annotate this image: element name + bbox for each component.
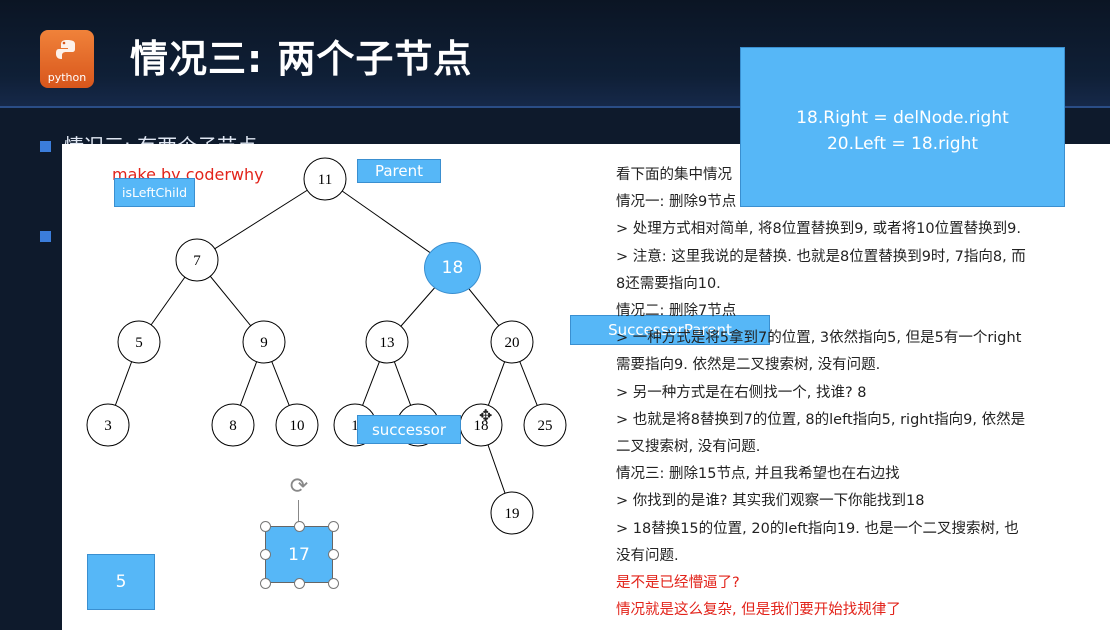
- explanation-line: 二叉搜索树, 没有问题.: [616, 439, 761, 456]
- bullet-square: [40, 141, 51, 152]
- tree-node-label: 25: [538, 418, 553, 434]
- explanation-line: 情况就是这么复杂, 但是我们要开始找规律了: [616, 602, 901, 619]
- slide-title: 情况三: 两个子节点: [130, 37, 473, 81]
- tree-node-label: 19: [505, 506, 520, 522]
- rotate-icon[interactable]: ⟳: [289, 474, 309, 499]
- explanation-line: > 一种方式是将5拿到7的位置, 3依然指向5, 但是5有一个right: [616, 330, 1022, 347]
- resize-handle-top-right[interactable]: [328, 521, 339, 532]
- tree-node-13[interactable]: [365, 320, 409, 364]
- tree-node-10[interactable]: [275, 403, 319, 447]
- resize-handle-bottom-left[interactable]: [260, 578, 271, 589]
- explanation-line: 情况二: 删除7节点: [616, 303, 737, 320]
- explanation-line: 需要指向9. 依然是二叉搜索树, 没有问题.: [616, 357, 881, 374]
- shape-17-box[interactable]: 17: [265, 526, 333, 583]
- explanation-line: > 也就是将8替换到7的位置, 8的left指向5, right指向9, 依然是: [616, 411, 1026, 428]
- tree-node-label: 11: [318, 172, 332, 188]
- resize-handle-bottom[interactable]: [294, 578, 305, 589]
- tree-node-8[interactable]: [211, 403, 255, 447]
- tree-node-label: 7: [193, 253, 201, 269]
- logo-text: python: [47, 71, 87, 84]
- tree-node-3[interactable]: [86, 403, 130, 447]
- resize-handle-right[interactable]: [328, 549, 339, 560]
- explanation-line: > 你找到的是谁? 其实我们观察一下你能找到18: [616, 493, 925, 510]
- explanation-text: 看下面的集中情况情况一: 删除9节点 > 处理方式相对简单, 将8位置替换到9, …: [616, 162, 1086, 624]
- tree-node-5[interactable]: [117, 320, 161, 364]
- tree-node-7[interactable]: [175, 238, 219, 282]
- successor-label[interactable]: successor: [357, 415, 461, 444]
- tree-node-label: 9: [260, 335, 268, 351]
- highlight-node-18[interactable]: 18: [424, 242, 481, 294]
- resize-handle-top-left[interactable]: [260, 521, 271, 532]
- content-panel: [62, 144, 1110, 630]
- tree-node-label: 20: [505, 335, 520, 351]
- bullet-square: [40, 231, 51, 242]
- tree-node-label: 8: [229, 418, 237, 434]
- code-line-1: 18.Right = delNode.right: [796, 108, 1009, 128]
- rotation-handle-stem: [298, 500, 299, 526]
- explanation-line: > 18替换15的位置, 20的left指向19. 也是一个二叉搜索树, 也: [616, 520, 1019, 537]
- shape-5-box[interactable]: 5: [87, 554, 155, 610]
- tree-node-19[interactable]: [490, 491, 534, 535]
- tree-edge: [196, 178, 326, 261]
- resize-handle-left[interactable]: [260, 549, 271, 560]
- tree-node-label: 3: [104, 418, 112, 434]
- tree-node-label: 5: [135, 335, 143, 351]
- explanation-line: 是不是已经懵逼了?: [616, 575, 740, 592]
- tree-node-9[interactable]: [242, 320, 286, 364]
- tree-node-20[interactable]: [490, 320, 534, 364]
- is-left-child-label[interactable]: isLeftChild: [114, 178, 195, 207]
- tree-node-11[interactable]: [303, 157, 347, 201]
- resize-handle-bottom-right[interactable]: [328, 578, 339, 589]
- explanation-line: > 处理方式相对简单, 将8位置替换到9, 或者将10位置替换到9.: [616, 221, 1021, 238]
- explanation-line: 看下面的集中情况: [616, 167, 732, 183]
- python-logo: python: [40, 30, 94, 88]
- move-cursor-icon: ✥: [479, 406, 493, 425]
- explanation-line: 8还需要指向10.: [616, 275, 721, 292]
- tree-node-label: 18: [474, 418, 489, 434]
- header-divider: [0, 106, 1110, 108]
- explanation-line: > 注意: 这里我说的是替换. 也就是8位置替换到9时, 7指向8, 而: [616, 248, 1026, 265]
- tree-node-25[interactable]: [523, 403, 567, 447]
- python-snake-icon: [56, 40, 75, 59]
- explanation-line: 没有问题.: [616, 547, 679, 564]
- explanation-line: 情况一: 删除9节点: [616, 194, 737, 211]
- parent-label[interactable]: Parent: [357, 159, 441, 183]
- tree-node-label: 13: [380, 335, 395, 351]
- tree-node-label: 10: [290, 418, 305, 434]
- code-line-2: 20.Left = 18.right: [826, 134, 979, 154]
- resize-handle-top[interactable]: [294, 521, 305, 532]
- explanation-line: 情况三: 删除15节点, 并且我希望也在右边找: [616, 466, 900, 483]
- successor-parent-label[interactable]: SuccessorParent: [570, 315, 770, 345]
- tree-node-label: 1: [351, 418, 359, 434]
- explanation-line: > 另一种方式是在右侧找一个, 找谁? 8: [616, 384, 867, 401]
- code-callout-box[interactable]: 18.Right = delNode.right 20.Left = 18.ri…: [740, 47, 1065, 207]
